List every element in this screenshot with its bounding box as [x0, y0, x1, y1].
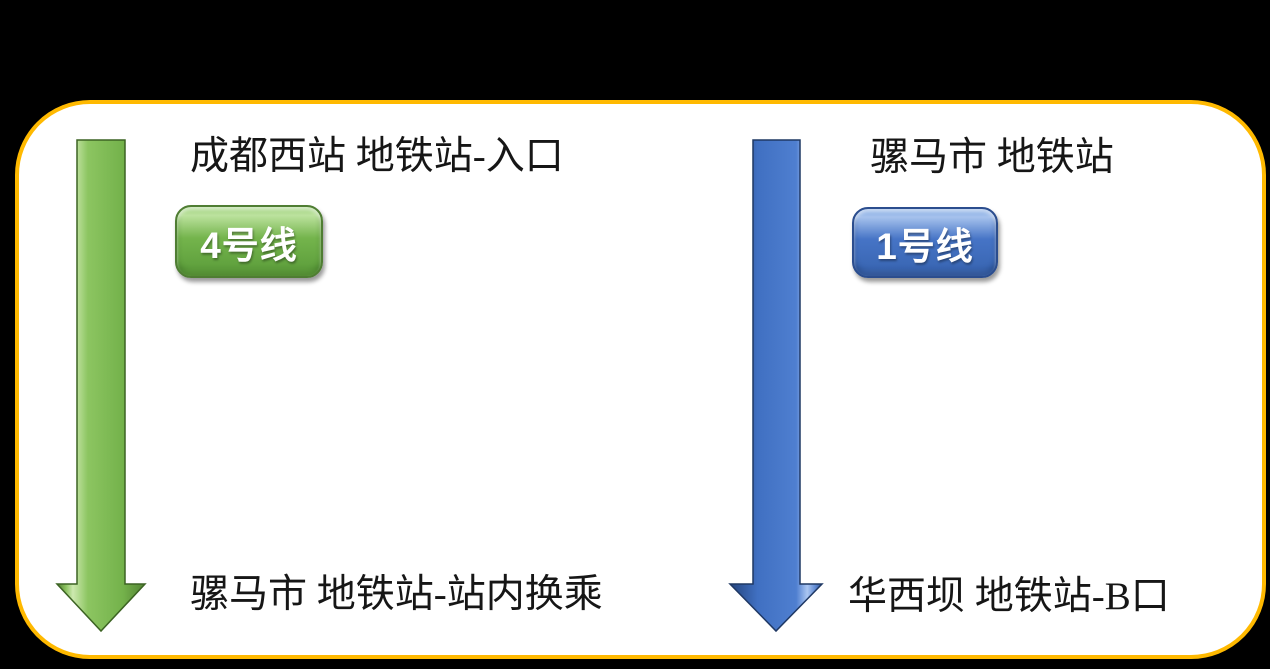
to-station-label: 华西坝 地铁站-B口 — [848, 575, 1170, 618]
down-arrow-icon — [728, 139, 824, 633]
down-arrow-icon — [55, 139, 147, 633]
from-station-label: 成都西站 地铁站-入口 — [190, 135, 564, 178]
to-station-label: 骡马市 地铁站-站内换乘 — [190, 573, 603, 616]
line-badge: 4号线 — [175, 205, 323, 278]
from-station-label: 骡马市 地铁站 — [870, 136, 1114, 179]
route-panel — [15, 100, 1266, 659]
line-badge: 1号线 — [852, 207, 998, 278]
